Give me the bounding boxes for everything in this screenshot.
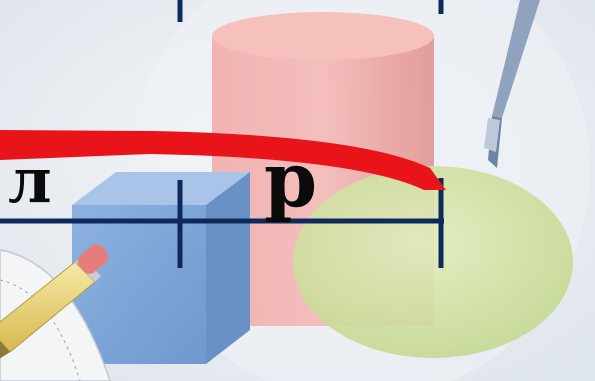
pencil-icon <box>0 244 109 359</box>
letter-right: р <box>264 135 318 224</box>
compass-icon <box>484 0 540 168</box>
ellipse-shape <box>293 166 573 358</box>
letter-left: л <box>8 144 52 217</box>
red-arc <box>0 130 446 190</box>
